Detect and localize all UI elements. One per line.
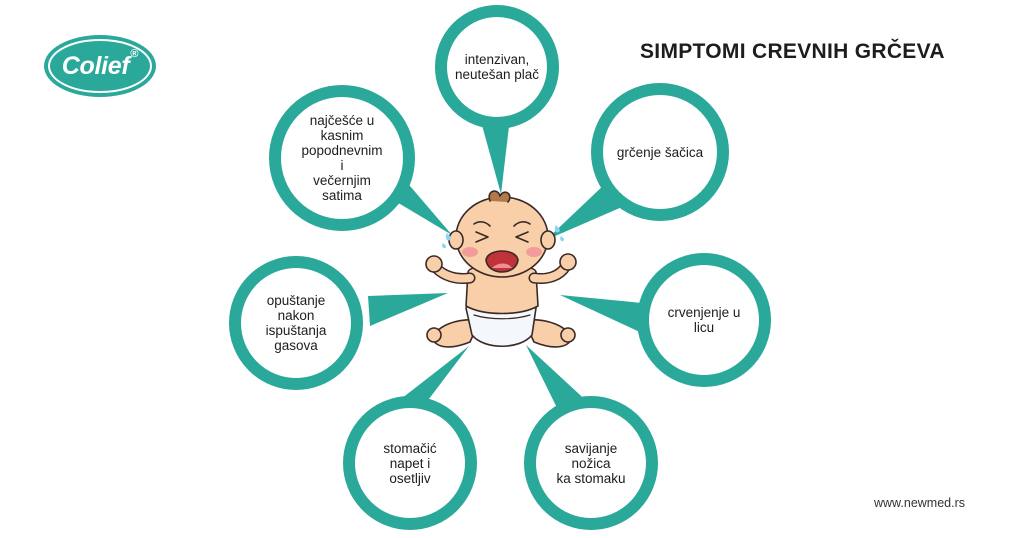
page-title: SIMPTOMI CREVNIH GRČEVA: [640, 40, 945, 63]
brand-logo: Colief®: [42, 33, 158, 99]
website-url: www.newmed.rs: [874, 496, 965, 510]
symptom-crying-text: intenzivan, neutešan plač: [454, 52, 540, 82]
symptom-face-text: crvenjenje u licu: [667, 305, 741, 335]
tail-crying: [480, 118, 510, 194]
symptom-tummy-text: stomačić napet i osetljiv: [383, 440, 437, 486]
symptom-fists-text: grčenje šačica: [616, 144, 704, 160]
bubble-fists: [591, 83, 729, 221]
tail-face: [560, 295, 644, 334]
bubble-legs: [524, 396, 658, 530]
crying-baby-illustration: [425, 190, 577, 348]
symptom-evening-text: najčešće u kasnim popodnevnim i večernji…: [301, 113, 383, 203]
bubble-gas: [229, 256, 363, 390]
logo-wordmark: Colief: [61, 51, 130, 80]
bubble-face: [637, 253, 771, 387]
symptom-bubbles: [229, 5, 771, 530]
bubble-crying: [435, 5, 559, 129]
logo-badge: [44, 35, 156, 97]
symptom-legs-text: savijanje nožica ka stomaku: [556, 440, 626, 486]
bubble-tummy: [343, 396, 477, 530]
tail-fists: [546, 183, 622, 240]
tail-gas: [368, 293, 448, 326]
registered-mark: ®: [130, 48, 139, 60]
symptom-gas-text: opuštanje nakon ispuštanja gasova: [265, 293, 327, 353]
bubble-evening: [269, 85, 415, 231]
logo-text: Colief®: [42, 33, 158, 99]
